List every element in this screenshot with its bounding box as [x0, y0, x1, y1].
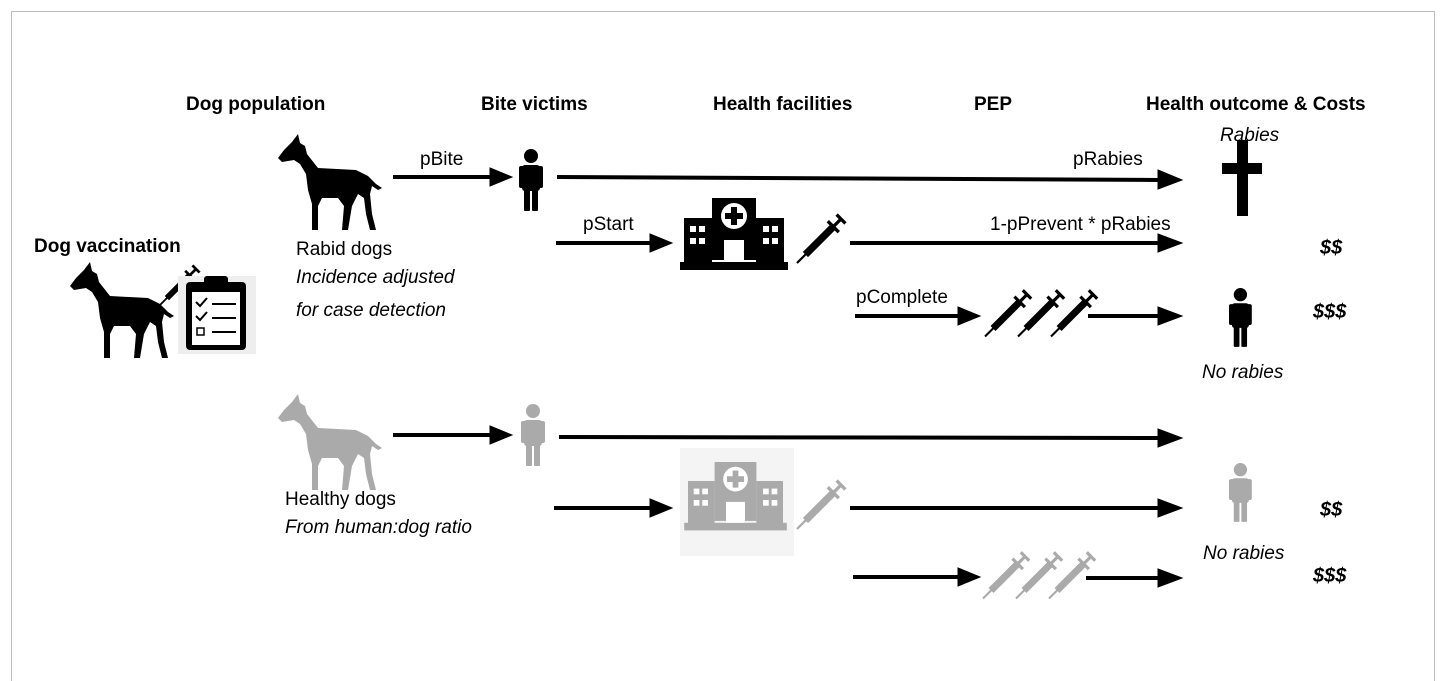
cost-bottom-two: $$	[1320, 499, 1343, 521]
figure-frame	[11, 11, 1435, 681]
pep-complete-syringes-icon	[983, 288, 1099, 339]
vaccination-dog-icon	[70, 262, 174, 358]
rabid-dog-icon	[278, 134, 382, 230]
cost-top-three: $$$	[1313, 301, 1347, 323]
healthy-dog-icon	[278, 394, 382, 490]
header-bite-victims: Bite victims	[481, 94, 588, 115]
dog-vaccination-label: Dog vaccination	[34, 236, 181, 257]
healthy-hospital-icon	[680, 448, 794, 556]
hospital-icon	[680, 198, 788, 270]
pep-start-syringe-icon	[795, 212, 848, 265]
survivor-person-icon	[1229, 288, 1252, 347]
healthy-arrows	[393, 425, 1184, 588]
rabid-dogs-note-2: for case detection	[296, 300, 446, 321]
healthy-syringes-icon	[981, 550, 1097, 601]
pcomplete-label: pComplete	[856, 287, 948, 308]
healthy-dogs-label: Healthy dogs	[285, 489, 396, 510]
header-outcome-costs: Health outcome & Costs	[1146, 94, 1366, 115]
cost-bottom-three: $$$	[1313, 565, 1347, 587]
cost-top-two: $$	[1320, 237, 1343, 259]
cross-icon	[1222, 140, 1262, 216]
prevent-label: 1-pPrevent * pRabies	[990, 214, 1171, 235]
clipboard-icon	[178, 276, 256, 354]
pbite-label: pBite	[420, 149, 464, 170]
rabid-dogs-note-1: Incidence adjusted	[296, 267, 455, 288]
prabies-label: pRabies	[1073, 149, 1143, 170]
header-health-facilities: Health facilities	[713, 94, 853, 115]
rabid-dogs-label: Rabid dogs	[296, 239, 393, 260]
pstart-label: pStart	[583, 214, 634, 235]
header-dog-population: Dog population	[186, 94, 326, 115]
header-pep: PEP	[974, 94, 1013, 115]
healthy-dogs-note: From human:dog ratio	[285, 517, 472, 538]
healthy-outcome-person-icon	[1229, 463, 1252, 522]
rabies-outcome-label: Rabies	[1220, 125, 1280, 146]
healthy-bite-person-icon	[521, 404, 545, 466]
bite-victim-person-icon	[519, 149, 543, 211]
no-rabies-top-label: No rabies	[1202, 362, 1284, 383]
healthy-syringe-icon	[795, 478, 848, 531]
no-rabies-bottom-label: No rabies	[1203, 543, 1285, 564]
rabid-arrows	[393, 167, 1184, 326]
